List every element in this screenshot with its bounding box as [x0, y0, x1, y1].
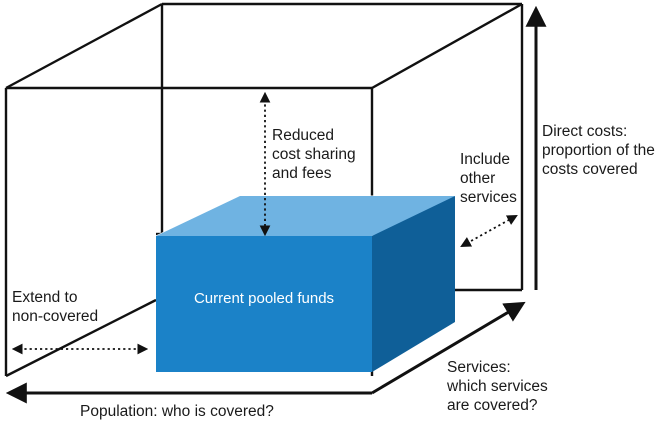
reduced-cost-sharing-label: Reduced cost sharing and fees: [272, 126, 356, 183]
box-top-face-left: [156, 196, 455, 236]
services-axis-arrow: [371, 301, 526, 395]
extend-label: Extend to non-covered: [12, 288, 98, 326]
axis-arrows: [5, 5, 547, 404]
current-pooled-funds-label: Current pooled funds: [193, 290, 335, 307]
box-front-face: [156, 236, 372, 372]
direct-costs-line-1: Direct costs:: [542, 123, 628, 140]
cube-right-top-diagonal: [371, 2, 523, 90]
cube-floor-left-diagonal: [5, 298, 157, 378]
outer-cube: [4, 2, 524, 378]
reduced-line-1: Reduced: [272, 127, 335, 144]
include-line-1: Include: [460, 151, 510, 168]
include-line-2: other: [460, 170, 496, 187]
direct-costs-label: Direct costs: proportion of the costs co…: [542, 122, 655, 179]
population-axis-label: Population: who is covered?: [80, 403, 274, 420]
extend-line-2: non-covered: [12, 308, 99, 325]
cube-left-top-diagonal: [5, 2, 163, 90]
extend-line-1: Extend to: [12, 289, 78, 306]
direct-costs-line-3: costs covered: [542, 161, 638, 178]
services-line-1: Services:: [447, 359, 511, 376]
current-pooled-funds-box: [155, 195, 456, 372]
services-axis-label: Services: which services are covered?: [447, 358, 548, 415]
include-services-arrow: [460, 214, 518, 248]
box-side-face: [372, 196, 455, 372]
dotted-arrows: [11, 91, 518, 355]
reduced-line-3: and fees: [272, 165, 332, 182]
services-line-3: are covered?: [447, 397, 538, 414]
reduced-line-2: cost sharing: [272, 146, 356, 163]
direct-costs-line-2: proportion of the: [542, 142, 655, 159]
include-line-3: services: [460, 189, 517, 206]
include-services-label: Include other services: [460, 150, 517, 207]
services-line-2: which services: [447, 378, 548, 395]
